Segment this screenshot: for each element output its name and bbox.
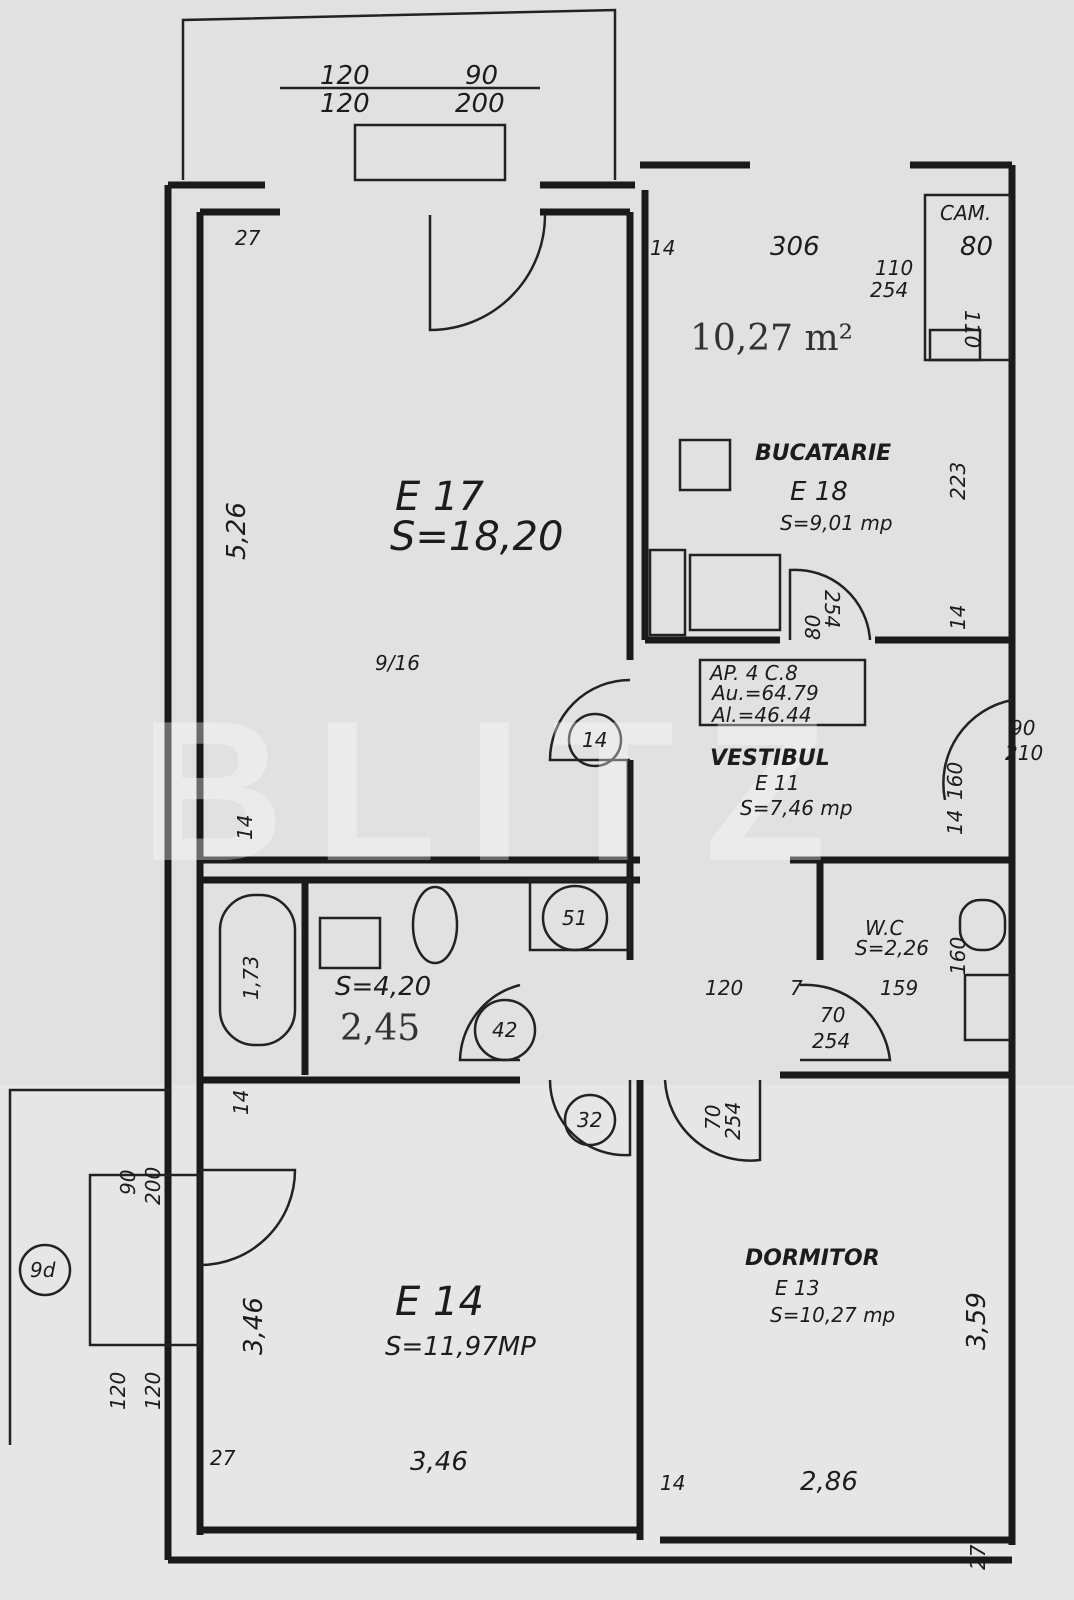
dimension-label: 120 [705, 976, 743, 1000]
sink [318, 916, 382, 970]
dimension-label: 14 [650, 236, 675, 260]
dimension-label: 2,86 [800, 1467, 858, 1497]
e17-door-swing [548, 678, 631, 762]
apartment-usable-area: Au.=64.79 [710, 681, 819, 705]
room-area-e14: S=11,97MP [385, 1332, 536, 1362]
stove [678, 438, 732, 492]
room-code-e17: E 17 [395, 474, 484, 520]
dimension-label: 27 [966, 1544, 990, 1570]
counter [648, 548, 687, 637]
room-name-cam: CAM. [940, 201, 991, 225]
dimension-label: 70 [701, 1105, 725, 1130]
dimension-label: 14 [660, 1471, 685, 1495]
dimension-label: 120 [141, 1372, 165, 1410]
e14-door-swing [548, 1079, 632, 1157]
dimension-label: 160 [943, 762, 967, 800]
dim-label: 120 [320, 61, 370, 91]
dimension-labels: 27 5,26 14 14 306 110 254 80 110 223 14 … [30, 226, 1043, 1570]
balcony-door-swing [428, 214, 547, 332]
dim-label: 120 [320, 89, 370, 119]
dimension-label: 5,26 [222, 502, 252, 560]
wc-toilet [958, 898, 1007, 952]
dimension-label: 51 [562, 906, 587, 930]
dimension-label: 110 [875, 256, 913, 280]
dimension-label: 14 [233, 815, 257, 840]
dimension-label: 3,46 [410, 1447, 468, 1477]
dimension-label: 80 [801, 615, 825, 640]
room-code-dormitor: E 13 [775, 1276, 819, 1300]
dimension-label: 120 [106, 1372, 130, 1410]
room-name-kitchen: BUCATARIE [755, 441, 891, 466]
dimension-label: 254 [820, 590, 844, 628]
bathtub [218, 893, 297, 1047]
dimension-label: 14 [582, 728, 607, 752]
wc-door-swing [799, 983, 892, 1062]
room-area-e17: S=18,20 [390, 514, 563, 560]
handwritten-bath-note: 2,45 [340, 1008, 420, 1049]
wc-sink [963, 973, 1012, 1042]
room-area-wc: S=2,26 [855, 936, 929, 960]
dimension-label: 159 [880, 976, 918, 1000]
dimension-label: 7 [790, 976, 803, 1000]
dimension-label: 90 [1010, 716, 1035, 740]
dimension-label: 42 [492, 1018, 517, 1042]
room-area-kitchen: S=9,01 mp [780, 511, 893, 535]
dimension-label: 110 [960, 310, 984, 348]
dimension-label: 32 [577, 1108, 602, 1132]
dimension-label: 14 [229, 1090, 253, 1115]
doors [199, 214, 1013, 1267]
room-code-e14: E 14 [395, 1279, 484, 1325]
dimension-label: 70 [820, 1003, 845, 1027]
room-name-vestibul: VESTIBUL [710, 746, 830, 771]
top-balcony: 120 120 90 200 [181, 8, 617, 182]
dimension-label: 1,73 [239, 955, 263, 1000]
kitchen-sink [688, 553, 782, 632]
watermark: BLITZ [140, 680, 857, 903]
kitchen-door-swing [788, 568, 872, 641]
dimension-label: 14 [946, 605, 970, 630]
room-name-dormitor: DORMITOR [745, 1246, 880, 1271]
room-code-kitchen: E 18 [790, 477, 848, 507]
cam-room [923, 193, 1012, 362]
dimension-label: 90 [116, 1170, 140, 1195]
dimension-label: 254 [812, 1029, 850, 1053]
left-balcony-step [88, 1173, 202, 1347]
room-area-bath: S=4,20 [335, 972, 431, 1002]
dimension-label: 3,59 [962, 1292, 992, 1350]
bath-door-swing [458, 983, 521, 1062]
dimension-label: 223 [946, 462, 970, 500]
room-note-e17: 9/16 [375, 651, 420, 675]
dimension-label: 9d [30, 1258, 56, 1282]
apartment-info-box [698, 658, 867, 727]
dimension-label: 27 [210, 1446, 236, 1470]
entry-door-swing [942, 698, 1013, 801]
dimension-label: 210 [1005, 741, 1043, 765]
room-area-vestibul: S=7,46 mp [740, 796, 853, 820]
toilet [411, 885, 459, 965]
dim-label: 200 [455, 89, 505, 119]
dimension-label: 3,46 [239, 1297, 269, 1355]
dimension-label: 27 [235, 226, 261, 250]
dim-label: 90 [465, 61, 498, 91]
left-balcony-door-swing [199, 1168, 297, 1267]
dimension-label: 160 [946, 937, 970, 975]
dimension-label: 254 [721, 1102, 745, 1140]
fixtures [8, 193, 1012, 1445]
dimension-label: 306 [770, 232, 820, 262]
dimension-label: 80 [960, 232, 993, 262]
walls [164, 161, 1016, 1564]
circled-labels [18, 712, 623, 1297]
dimension-label: 254 [870, 278, 908, 302]
handwritten-area: 10,27 m² [690, 318, 853, 359]
apartment-living-area: Al.=46.44 [710, 703, 812, 727]
room-name-wc: W.C [865, 916, 904, 940]
paper-fold-top [0, 0, 1074, 1085]
apartment-number: AP. 4 C.8 [708, 661, 798, 685]
room-area-dormitor: S=10,27 mp [770, 1303, 895, 1327]
dormitor-door-swing [663, 1079, 762, 1162]
dimension-label: 200 [141, 1167, 165, 1205]
room-code-vestibul: E 11 [755, 771, 799, 795]
dimension-label: 14 [943, 810, 967, 835]
